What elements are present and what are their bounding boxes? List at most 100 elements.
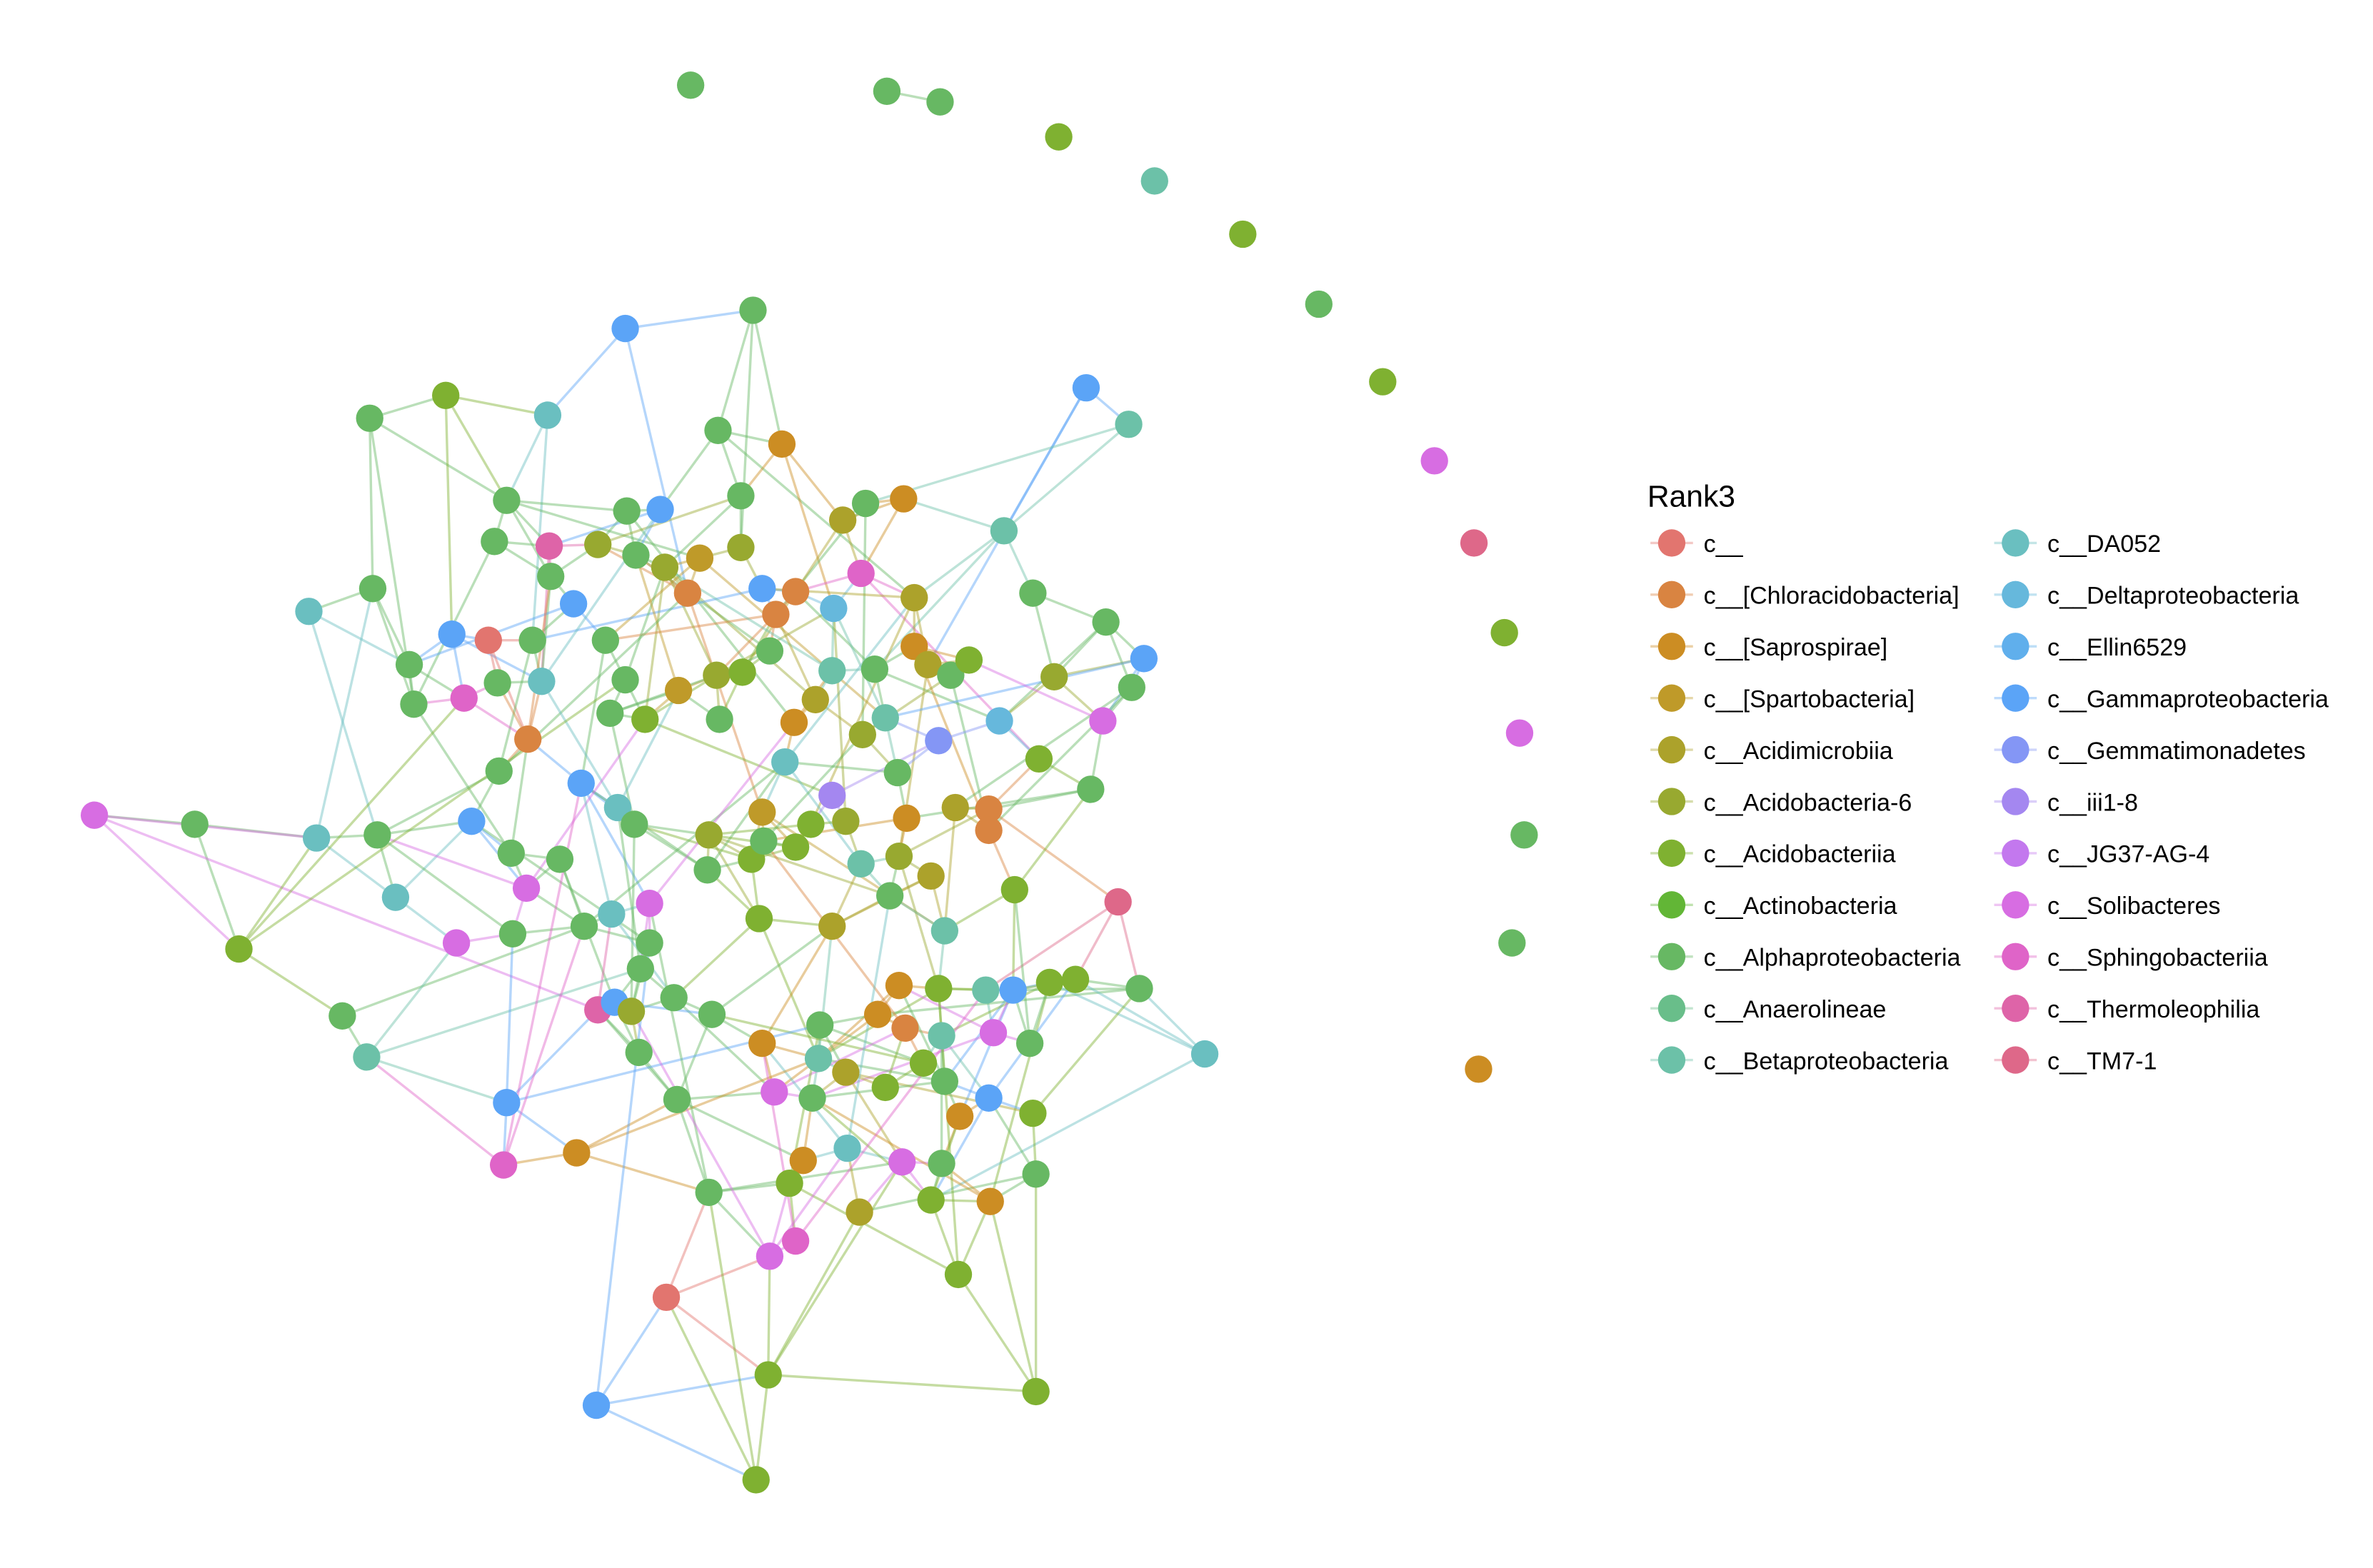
- edge: [716, 310, 755, 431]
- edge: [506, 1009, 599, 1104]
- node-c-alphaproteobacteria: [570, 912, 598, 940]
- node-c-alphaproteobacteria: [626, 955, 655, 982]
- edge: [673, 997, 776, 1093]
- legend-key: [2002, 684, 2030, 712]
- edge: [595, 1296, 668, 1407]
- node-c-alphaproteobacteria: [596, 699, 624, 728]
- edge: [985, 900, 1119, 992]
- node-c-acidimicrobiia: [801, 685, 829, 713]
- node-c-betaproteobacteria: [353, 1043, 381, 1071]
- legend-item: c__: [1650, 529, 1744, 558]
- node-c-solibacteres: [1089, 707, 1117, 735]
- node-c-: [474, 626, 503, 654]
- node-c-da052: [302, 824, 331, 852]
- edge: [377, 820, 472, 837]
- node-c-gammaproteobacteria: [611, 314, 639, 343]
- node-c-chloracidobacteria-: [975, 795, 1003, 823]
- node-c-acidobacteriia: [1061, 965, 1090, 993]
- edge: [913, 529, 1005, 599]
- legend-key: [1657, 1046, 1686, 1074]
- edge: [940, 981, 1050, 1037]
- edge: [505, 414, 549, 501]
- edge: [451, 633, 543, 683]
- node-c-alphaproteobacteria: [1015, 1029, 1044, 1057]
- node-c-alphaproteobacteria: [851, 489, 880, 518]
- node-c-acidobacteriia: [797, 810, 825, 838]
- node-c-alphaproteobacteria: [876, 882, 904, 910]
- legend-key: [2002, 735, 2030, 764]
- legend-label: c__Acidobacteriia: [1704, 841, 1896, 868]
- edge: [785, 760, 898, 774]
- edge: [648, 721, 796, 905]
- legend-label: c__Thermoleophilia: [2047, 996, 2259, 1023]
- node-c-alphaproteobacteria: [750, 827, 778, 855]
- node-c-gammaproteobacteria: [975, 1084, 1003, 1112]
- node-c-alphaproteobacteria: [611, 665, 639, 694]
- legend-label: c__DA052: [2047, 531, 2161, 558]
- edge: [874, 668, 1000, 723]
- legend-item: c__Solibacteres: [1994, 891, 2220, 920]
- node-c-solibacteres: [1505, 719, 1534, 747]
- node-c-alphaproteobacteria: [1510, 821, 1538, 849]
- node-c-acidobacteriia: [728, 658, 756, 686]
- legend-key: [1657, 788, 1686, 815]
- node-c-chloracidobacteria-: [673, 579, 702, 607]
- node-c-gammaproteobacteria: [493, 1089, 521, 1117]
- edge: [238, 948, 343, 1017]
- node-c-alphaproteobacteria: [739, 296, 767, 324]
- edge: [444, 395, 453, 635]
- node-c-acidimicrobiia: [846, 1198, 873, 1226]
- node-c-acidobacteria-6: [832, 808, 860, 835]
- node-c-acidobacteriia: [745, 905, 773, 933]
- node-c-da052: [598, 900, 626, 928]
- edge: [596, 913, 613, 1010]
- edge: [366, 968, 641, 1058]
- edge: [898, 984, 994, 1034]
- edge: [659, 429, 719, 511]
- node-c-solibacteres: [512, 874, 541, 903]
- node-c-alphaproteobacteria: [756, 637, 784, 665]
- edge: [711, 1013, 924, 1065]
- edge: [94, 814, 240, 950]
- node-c-alphaproteobacteria: [591, 626, 620, 654]
- edge: [643, 567, 666, 720]
- node-c-acidobacteriia: [1022, 1377, 1050, 1406]
- node-c-alphaproteobacteria: [363, 821, 391, 849]
- legend-label: c__: [1704, 531, 1744, 558]
- edge: [783, 761, 863, 865]
- edge: [817, 984, 900, 1060]
- edge: [580, 783, 613, 915]
- edge: [794, 590, 876, 670]
- node-c-acidobacteria-6: [651, 553, 679, 581]
- edge: [576, 1098, 678, 1155]
- edge: [366, 942, 458, 1058]
- edge: [676, 1099, 711, 1193]
- legend-key: [1657, 633, 1686, 660]
- edge: [597, 543, 688, 595]
- edge: [832, 608, 887, 719]
- legend-label: c__Betaproteobacteria: [1704, 1047, 1949, 1075]
- node-c-saprospirae-: [945, 1102, 974, 1130]
- legend-item: c__Alphaproteobacteria: [1650, 943, 1961, 972]
- edge: [366, 1055, 505, 1166]
- legend-item: c__Acidobacteriia: [1650, 839, 1896, 868]
- legend: Rank3 c__c__[Chloracidobacteria]c__[Sapr…: [1647, 479, 2329, 1075]
- edge: [686, 593, 763, 813]
- edge: [708, 833, 890, 898]
- node-c-alphaproteobacteria: [663, 1085, 691, 1114]
- node-c-acidobacteria-6: [885, 843, 913, 870]
- node-c-alphaproteobacteria: [481, 528, 508, 556]
- node-c-alphaproteobacteria: [861, 655, 889, 683]
- legend-label: c__TM7-1: [2047, 1047, 2157, 1075]
- node-c-sphingobacteriia: [781, 1227, 810, 1255]
- node-c-betaproteobacteria: [804, 1045, 833, 1072]
- edge: [767, 1211, 861, 1376]
- node-c-betaproteobacteria: [818, 657, 846, 685]
- edge: [532, 587, 763, 642]
- edge: [616, 690, 680, 808]
- node-c-gammaproteobacteria: [1072, 373, 1100, 402]
- node-c-alphaproteobacteria: [1022, 1160, 1050, 1188]
- edge: [1003, 387, 1088, 532]
- edge: [708, 1160, 903, 1194]
